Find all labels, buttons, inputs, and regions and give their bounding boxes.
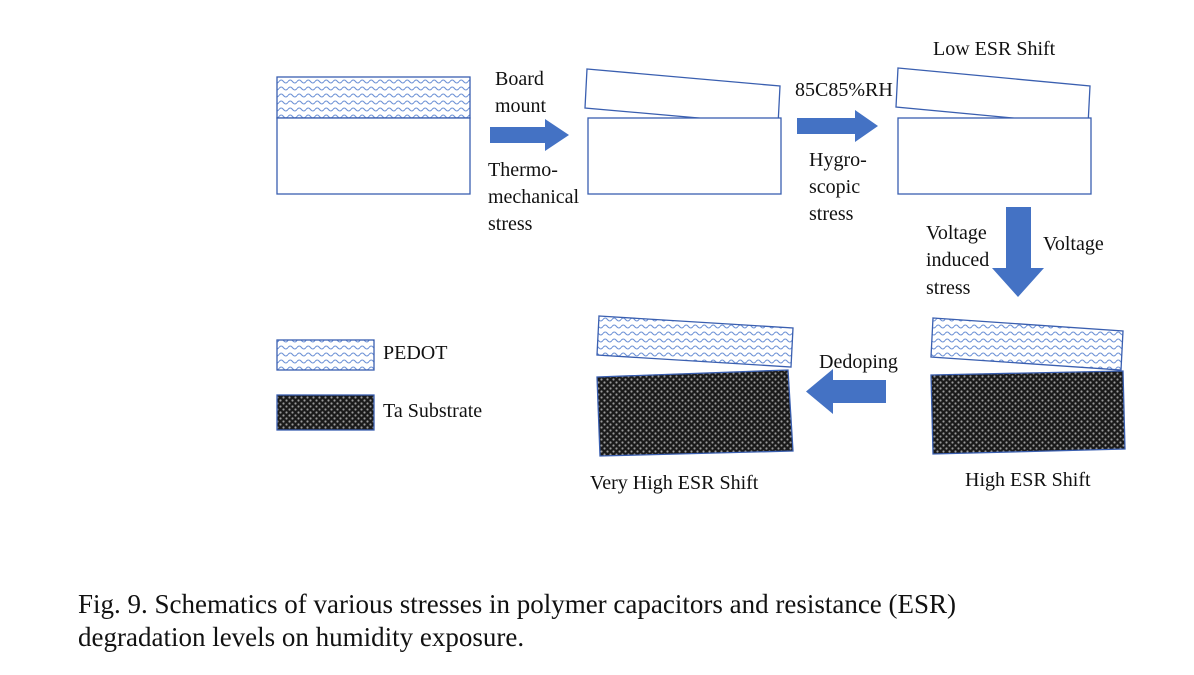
substrate-layer-dark xyxy=(596,369,794,457)
pedot-layer-tilted xyxy=(895,67,1091,126)
legend-pedot-label: PEDOT xyxy=(383,342,447,364)
stage-high-esr xyxy=(930,317,1126,455)
voltage-label: Voltage xyxy=(1043,233,1104,255)
voltage-arrow xyxy=(992,207,1044,297)
hygroscopic-stress-label: Hygro- scopic stress xyxy=(809,149,872,225)
substrate-layer xyxy=(587,117,782,195)
legend-pedot-swatch xyxy=(276,339,375,371)
substrate-layer-dark xyxy=(930,370,1126,455)
substrate-layer xyxy=(276,117,471,195)
dedoping-arrow xyxy=(806,369,886,414)
stage-initial xyxy=(276,76,471,195)
humidity-condition-label: 85C85%RH xyxy=(795,79,893,101)
legend-substrate-label: Ta Substrate xyxy=(383,400,482,422)
stage-low-esr xyxy=(895,67,1092,195)
legend: PEDOT Ta Substrate xyxy=(276,339,482,431)
board-mount-arrow xyxy=(490,119,569,151)
stage-very-high-esr xyxy=(596,315,794,457)
pedot-layer-tilted xyxy=(584,68,781,126)
substrate-layer xyxy=(897,117,1092,195)
legend-substrate-swatch xyxy=(276,394,375,431)
stage-board-mounted xyxy=(584,68,782,195)
dedoping-label: Dedoping xyxy=(819,351,898,373)
high-esr-shift-label: High ESR Shift xyxy=(965,469,1091,491)
figure-caption: Fig. 9. Schematics of various stresses i… xyxy=(78,589,963,652)
pedot-layer-tilted xyxy=(596,315,794,368)
pedot-layer xyxy=(276,76,471,119)
low-esr-shift-label: Low ESR Shift xyxy=(933,38,1056,60)
thermo-mechanical-stress-label: Thermo- mechanical stress xyxy=(488,159,584,235)
board-mount-label: Board mount xyxy=(495,68,549,117)
pedot-layer-tilted xyxy=(930,317,1124,371)
humidity-arrow xyxy=(797,110,878,142)
voltage-induced-stress-label: Voltage induced stress xyxy=(926,222,994,299)
very-high-esr-shift-label: Very High ESR Shift xyxy=(590,472,759,494)
